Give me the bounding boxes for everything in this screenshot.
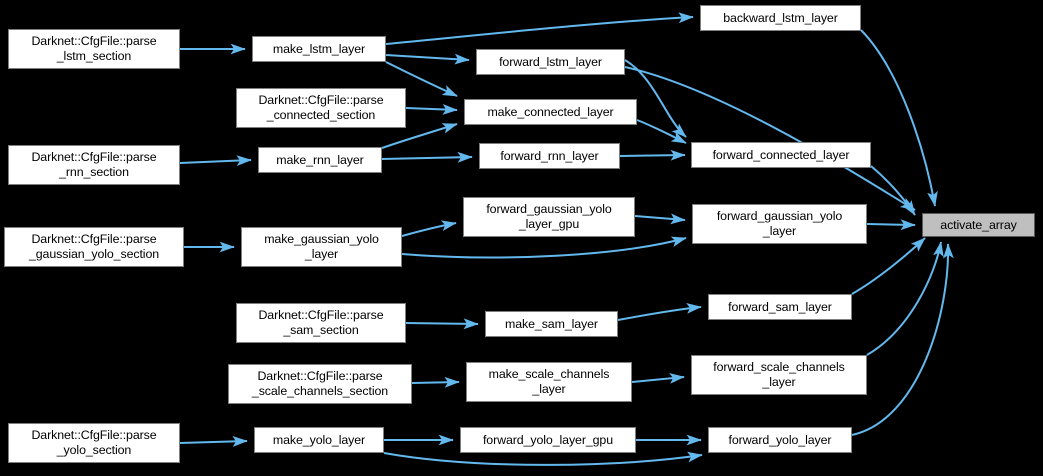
node-forward_sam_layer[interactable]: forward_sam_layer <box>708 294 852 320</box>
edge-forward_lstm_layer-to-activate_array <box>624 66 916 211</box>
node-forward_yolo_layer_gpu[interactable]: forward_yolo_layer_gpu <box>460 427 636 453</box>
edge-make_rnn_layer-to-forward_rnn_layer <box>381 151 473 163</box>
edge-forward_gaussian_yolo_layer_gpu-to-forward_gaussian_yolo_layer <box>634 213 686 225</box>
node-backward_lstm_layer[interactable]: backward_lstm_layer <box>700 5 861 31</box>
edge-make_scale_channels_layer-to-forward_scale_channels_layer <box>631 373 685 384</box>
node-make_sam_layer[interactable]: make_sam_layer <box>485 311 618 337</box>
edge-parse_scale_channels_section-to-make_scale_channels_layer <box>411 376 460 388</box>
edge-parse_rnn_section-to-make_rnn_layer <box>179 155 252 167</box>
edge-forward_gaussian_yolo_layer-to-activate_array <box>866 219 916 231</box>
node-forward_yolo_layer[interactable]: forward_yolo_layer <box>708 427 852 453</box>
edge-forward_sam_layer-to-activate_array <box>851 237 926 295</box>
node-make_yolo_layer[interactable]: make_yolo_layer <box>254 427 384 453</box>
node-make_gaussian_yolo_layer[interactable]: make_gaussian_yolo _layer <box>241 227 402 267</box>
node-activate_array[interactable]: activate_array <box>922 213 1035 237</box>
node-parse_scale_channels_section[interactable]: Darknet::CfgFile::parse _scale_channels_… <box>228 364 412 404</box>
edge-parse_sam_section-to-make_sam_layer <box>405 318 479 330</box>
edge-parse_connected_section-to-make_connected_layer <box>405 104 458 115</box>
edge-forward_yolo_layer-to-activate_array <box>851 243 954 436</box>
node-forward_rnn_layer[interactable]: forward_rnn_layer <box>479 143 620 169</box>
node-parse_connected_section[interactable]: Darknet::CfgFile::parse _connected_secti… <box>236 88 406 128</box>
node-forward_lstm_layer[interactable]: forward_lstm_layer <box>476 49 625 75</box>
node-parse_sam_section[interactable]: Darknet::CfgFile::parse _sam_section <box>236 303 406 343</box>
edge-backward_lstm_layer-to-activate_array <box>860 29 938 207</box>
node-forward_gaussian_yolo_layer[interactable]: forward_gaussian_yolo _layer <box>692 204 867 244</box>
edge-make_gaussian_yolo_layer-to-forward_gaussian_yolo_layer <box>401 236 687 259</box>
node-parse_yolo_section[interactable]: Darknet::CfgFile::parse _yolo_section <box>8 423 180 463</box>
node-make_connected_layer[interactable]: make_connected_layer <box>464 99 637 125</box>
node-parse_rnn_section[interactable]: Darknet::CfgFile::parse _rnn_section <box>8 145 180 185</box>
edge-forward_scale_channels_layer-to-activate_array <box>866 241 944 356</box>
node-parse_gaussian_yolo_section[interactable]: Darknet::CfgFile::parse _gaussian_yolo_s… <box>4 227 184 267</box>
edge-make_lstm_layer-to-backward_lstm_layer <box>385 12 694 45</box>
edge-forward_rnn_layer-to-forward_connected_layer <box>619 149 686 161</box>
edge-make_sam_layer-to-forward_sam_layer <box>617 302 702 321</box>
edge-parse_yolo_section-to-make_yolo_layer <box>179 436 248 447</box>
node-forward_gaussian_yolo_layer_gpu[interactable]: forward_gaussian_yolo _layer_gpu <box>463 197 635 237</box>
node-forward_scale_channels_layer[interactable]: forward_scale_channels _layer <box>691 355 867 395</box>
edge-make_lstm_layer-to-forward_lstm_layer <box>385 53 470 65</box>
node-make_scale_channels_layer[interactable]: make_scale_channels _layer <box>466 362 632 402</box>
node-make_lstm_layer[interactable]: make_lstm_layer <box>252 36 386 62</box>
node-parse_lstm_section[interactable]: Darknet::CfgFile::parse _lstm_section <box>8 29 180 69</box>
node-forward_connected_layer[interactable]: forward_connected_layer <box>691 142 871 168</box>
node-make_rnn_layer[interactable]: make_rnn_layer <box>258 147 382 173</box>
edge-make_yolo_layer-to-forward_yolo_layer <box>383 451 703 466</box>
edge-forward_connected_layer-to-activate_array <box>870 165 916 216</box>
edge-make_gaussian_yolo_layer-to-forward_gaussian_yolo_layer_gpu <box>401 220 457 237</box>
edge-make_connected_layer-to-forward_connected_layer <box>636 119 687 144</box>
